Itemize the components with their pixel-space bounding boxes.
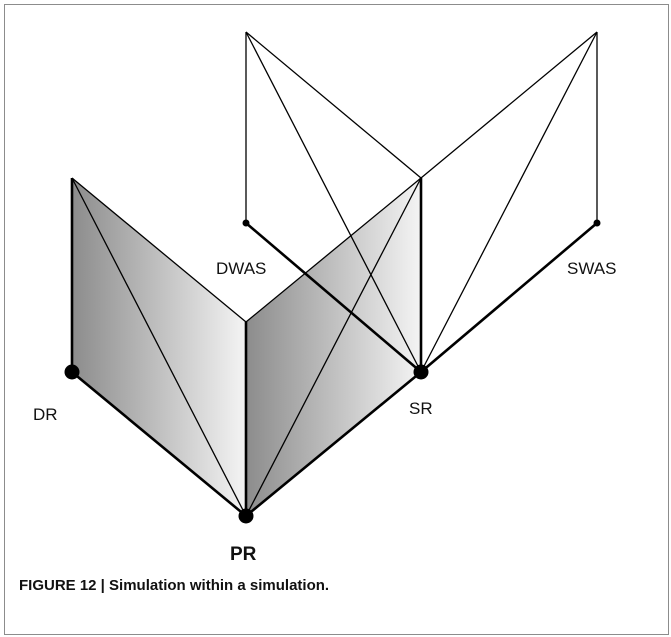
figure-caption: FIGURE 12 | Simulation within a simulati… [19,577,330,594]
node-pr [238,508,254,524]
node-swas [593,219,601,227]
label-swas: SWAS [567,259,616,278]
label-pr: PR [230,544,257,565]
base-structure [70,178,598,518]
node-sr [413,364,429,380]
label-dr: DR [33,405,58,424]
figure-frame [4,4,669,635]
node-dr [64,364,80,380]
label-sr: SR [409,399,433,418]
node-dwas [242,219,250,227]
label-dwas: DWAS [216,259,266,278]
upper-structure [71,31,598,517]
